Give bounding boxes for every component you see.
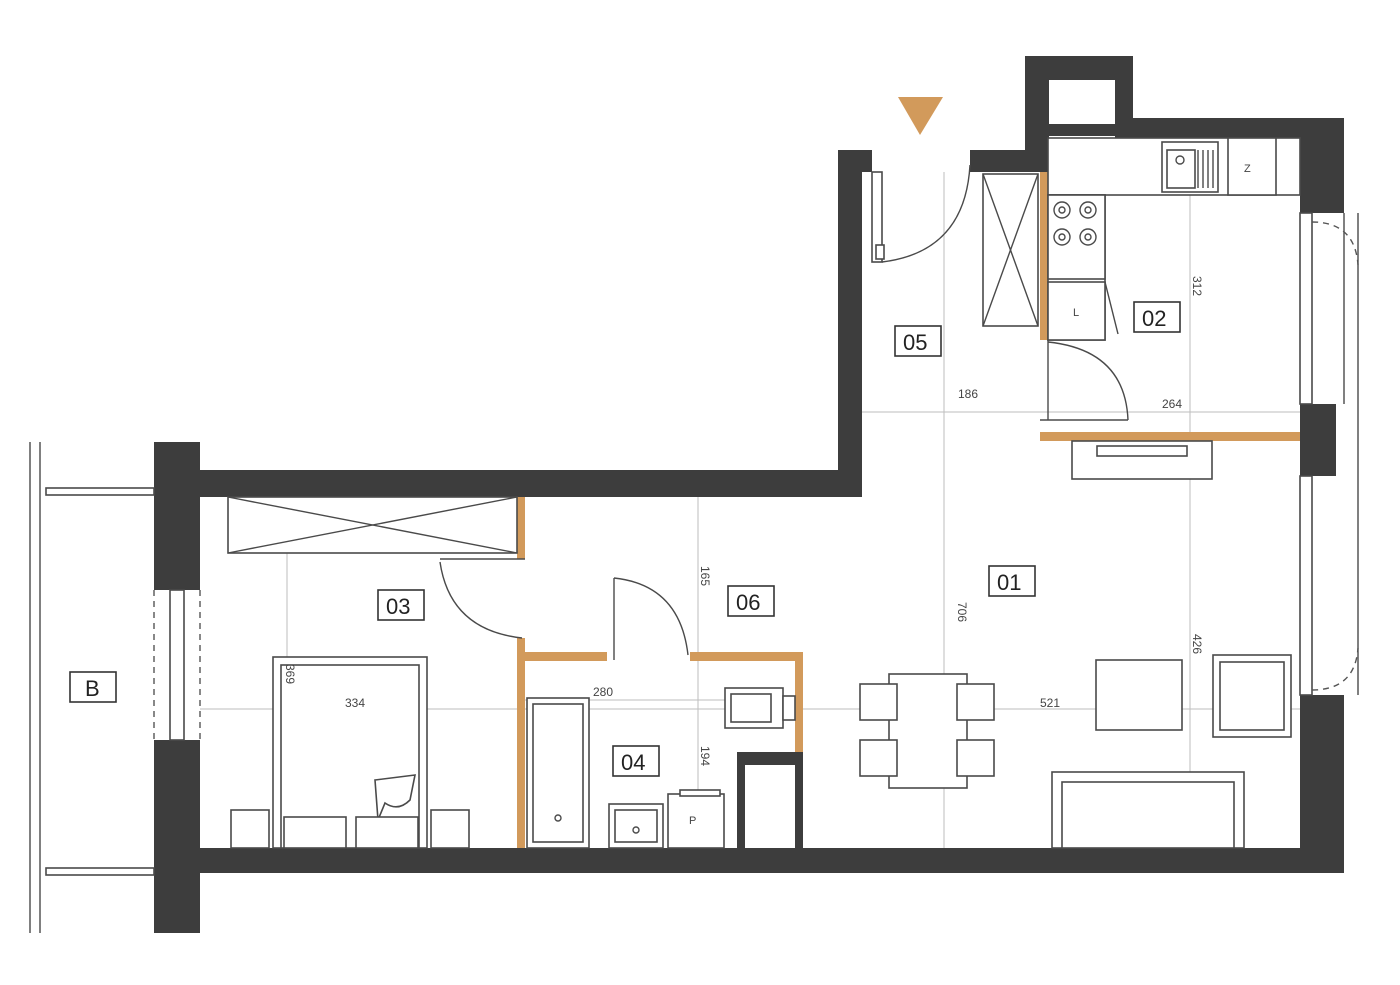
entrance-door bbox=[871, 164, 971, 263]
washer-label: P bbox=[689, 815, 696, 827]
svg-text:06: 06 bbox=[736, 590, 760, 615]
bedroom-furniture bbox=[230, 656, 470, 849]
dim-bedroom-width: 334 bbox=[345, 696, 365, 710]
fridge-label: Z bbox=[1244, 163, 1251, 175]
dishwasher-label: L bbox=[1073, 307, 1079, 319]
dim-hall-width: 186 bbox=[958, 387, 978, 401]
room-label-06: 06 bbox=[727, 585, 775, 617]
balcony bbox=[29, 442, 155, 933]
shaft-void bbox=[1049, 80, 1115, 124]
walls bbox=[154, 56, 1344, 933]
dim-corridor-depth: 165 bbox=[698, 566, 712, 586]
dim-living-width: 521 bbox=[1040, 696, 1060, 710]
windows bbox=[153, 212, 1359, 741]
dim-bath-depth: 194 bbox=[698, 746, 712, 766]
room-label-05: 05 bbox=[894, 325, 942, 357]
room-label-01: 01 bbox=[988, 565, 1036, 597]
bedroom-wardrobe bbox=[227, 496, 518, 554]
entrance-arrow-icon bbox=[898, 97, 943, 135]
room-label-02: 02 bbox=[1133, 301, 1181, 333]
svg-text:B: B bbox=[85, 676, 100, 701]
room-label-balcony: B bbox=[69, 671, 117, 703]
installation-shaft bbox=[737, 752, 803, 848]
svg-text:01: 01 bbox=[997, 570, 1021, 595]
dim-kitchen-depth: 312 bbox=[1190, 276, 1204, 296]
dimension-labels: 186 264 312 706 521 426 334 369 280 165 … bbox=[283, 276, 1204, 766]
bathroom-fixtures: P bbox=[526, 687, 796, 849]
room-labels: 01 02 03 04 05 06 B bbox=[69, 301, 1181, 777]
dim-living-depth: 706 bbox=[955, 602, 969, 622]
hall-wardrobe bbox=[982, 173, 1039, 327]
kitchen: Z L bbox=[1047, 137, 1301, 341]
partitions bbox=[517, 172, 1300, 848]
svg-text:02: 02 bbox=[1142, 306, 1166, 331]
dim-living-right: 426 bbox=[1190, 634, 1204, 654]
room-label-03: 03 bbox=[377, 589, 425, 621]
dim-bedroom-depth: 369 bbox=[283, 664, 297, 684]
living-furniture bbox=[859, 440, 1292, 849]
interior-doors bbox=[439, 340, 1129, 660]
svg-text:03: 03 bbox=[386, 594, 410, 619]
room-label-04: 04 bbox=[612, 745, 660, 777]
dim-kitchen-width: 264 bbox=[1162, 397, 1182, 411]
svg-text:04: 04 bbox=[621, 750, 645, 775]
dim-bath-width: 280 bbox=[593, 685, 613, 699]
svg-text:05: 05 bbox=[903, 330, 927, 355]
